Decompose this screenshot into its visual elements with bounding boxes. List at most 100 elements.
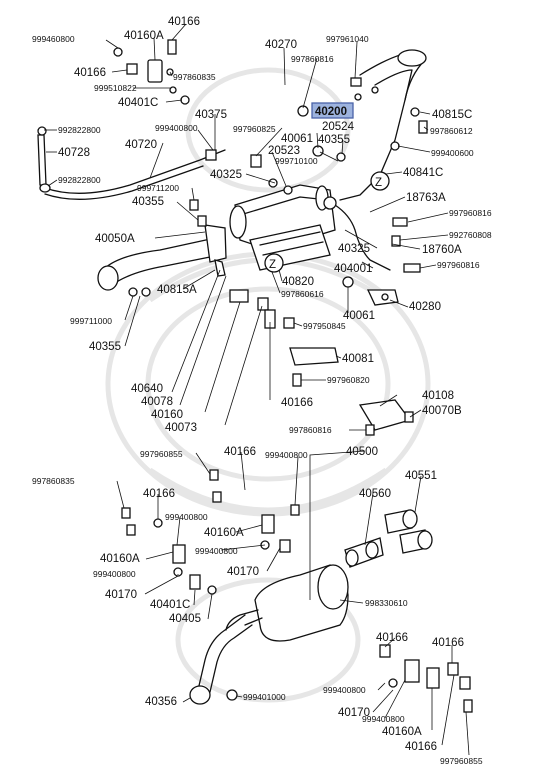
leader-lines: [44, 23, 470, 756]
z-marker-label: Z: [375, 177, 382, 189]
front-pipe: [297, 49, 428, 201]
part-number-label: 997860816: [289, 425, 332, 435]
part-number-label: 40325: [210, 169, 242, 181]
part-number-label: 40061: [281, 133, 313, 145]
bracket-40108: [358, 399, 414, 436]
part-number-label: 40166: [281, 397, 313, 409]
part-number-label: 40166: [405, 741, 437, 753]
long-pipe-40720: [37, 126, 226, 200]
part-number-label: 40166: [143, 488, 175, 500]
part-number-label: 999510822: [94, 83, 137, 93]
part-number-label: 40108: [422, 390, 454, 402]
z-marker-mid: Z: [264, 253, 284, 273]
part-number-label: 40170: [105, 589, 137, 601]
z-marker-label: Z: [269, 259, 276, 271]
part-number-label: 997860835: [173, 72, 216, 82]
part-number-label: 18763A: [406, 192, 446, 204]
part-number-label: 999400800: [93, 569, 136, 579]
part-number-label: 997960855: [440, 756, 483, 766]
part-number-label: 404001: [334, 263, 372, 275]
part-number-label: 999400800: [155, 123, 198, 133]
part-number-label: 40170: [338, 707, 370, 719]
part-number-label: 40640: [131, 383, 163, 395]
part-number-label: 40081: [342, 353, 374, 365]
part-number-label: 40720: [125, 139, 157, 151]
part-number-label: 997860816: [291, 54, 334, 64]
part-number-label: 40728: [58, 147, 90, 159]
part-number-label: 18760A: [422, 244, 462, 256]
part-number-label: 40401C: [118, 97, 158, 109]
part-number-label: 40073: [165, 422, 197, 434]
part-number-label: 40061: [343, 310, 375, 322]
lower-right-hangers: [379, 644, 473, 713]
part-number-label: 40355: [132, 196, 164, 208]
part-number-label: 40820: [282, 276, 314, 288]
lower-left-hangers: [121, 469, 300, 590]
part-number-label: 20523: [268, 145, 300, 157]
diagonal-leads: [171, 269, 271, 426]
tail-pipe-tips: [344, 509, 433, 568]
part-number-label: 40405: [169, 613, 201, 625]
center-pipe: [189, 585, 253, 705]
part-number-label: 40375: [195, 109, 227, 121]
part-number-label: 40270: [265, 39, 297, 51]
part-number-label: 997960816: [437, 260, 480, 270]
part-number-label: 20524: [322, 121, 355, 133]
part-number-label: 997860835: [32, 476, 75, 486]
part-labels: 40166 999460800 40160A 40166 997860835 9…: [32, 16, 492, 766]
part-number-label: 40160A: [382, 726, 422, 738]
part-number-label: 40160: [151, 409, 183, 421]
part-number-label: 999400800: [323, 685, 366, 695]
part-number-label: 40160A: [100, 553, 140, 565]
front-exhaust-pipe: [97, 224, 227, 297]
part-number-label: 40166: [224, 446, 256, 458]
part-number-label: 998330610: [365, 598, 408, 608]
part-number-label: 997960820: [327, 375, 370, 385]
part-number-label: 40078: [141, 396, 173, 408]
part-number-label: 997961040: [326, 34, 369, 44]
part-number-label: 40401C: [150, 599, 190, 611]
part-number-label: 997960855: [140, 449, 183, 459]
part-number-label: 40170: [227, 566, 259, 578]
part-number-label: 992822800: [58, 175, 101, 185]
part-number-label: 40166: [168, 16, 200, 28]
z-marker-top: Z: [370, 171, 390, 191]
highlighted-part-box: [311, 102, 354, 119]
part-number-label: 999400800: [195, 546, 238, 556]
part-number-label: 40551: [405, 470, 437, 482]
part-number-label: 40815A: [157, 284, 197, 296]
part-number-label: 999711200: [137, 183, 179, 193]
part-number-label: 40280: [409, 301, 441, 313]
muffler: [225, 564, 349, 642]
part-number-label: 40166: [432, 637, 464, 649]
part-number-label: 40160A: [124, 30, 164, 42]
part-number-label: 999400800: [265, 450, 308, 460]
part-number-label: 40160A: [204, 527, 244, 539]
part-number-label: 999710100: [275, 156, 318, 166]
part-number-label: 40050A: [95, 233, 135, 245]
part-number-label: 999711000: [70, 316, 112, 326]
hanger-40081: [289, 347, 339, 387]
part-number-label: 40070B: [422, 405, 462, 417]
part-number-label: 40815C: [432, 109, 472, 121]
part-number-label: 40560: [359, 488, 391, 500]
part-number-label: 40356: [145, 696, 177, 708]
part-number-label: 40166: [74, 67, 106, 79]
part-number-label: 997860616: [281, 289, 324, 299]
oxygen-sensor: [323, 196, 421, 273]
part-number-label: 40841C: [403, 167, 443, 179]
catalytic-converter: [229, 184, 336, 271]
part-number-label: 999400800: [362, 714, 405, 724]
highlighted-part-number: 40200: [315, 106, 347, 118]
part-number-label: 40166: [376, 632, 408, 644]
part-number-label: 997960825: [233, 124, 276, 134]
part-number-label: 997960816: [449, 208, 492, 218]
part-number-label: 999401000: [243, 692, 286, 702]
part-number-label: 999400600: [431, 148, 474, 158]
bracket-40280: [366, 289, 399, 306]
part-number-label: 997860612: [430, 126, 473, 136]
part-number-label: 997950845: [303, 321, 346, 331]
part-number-label: 999460800: [32, 34, 75, 44]
part-number-label: 999400800: [165, 512, 208, 522]
